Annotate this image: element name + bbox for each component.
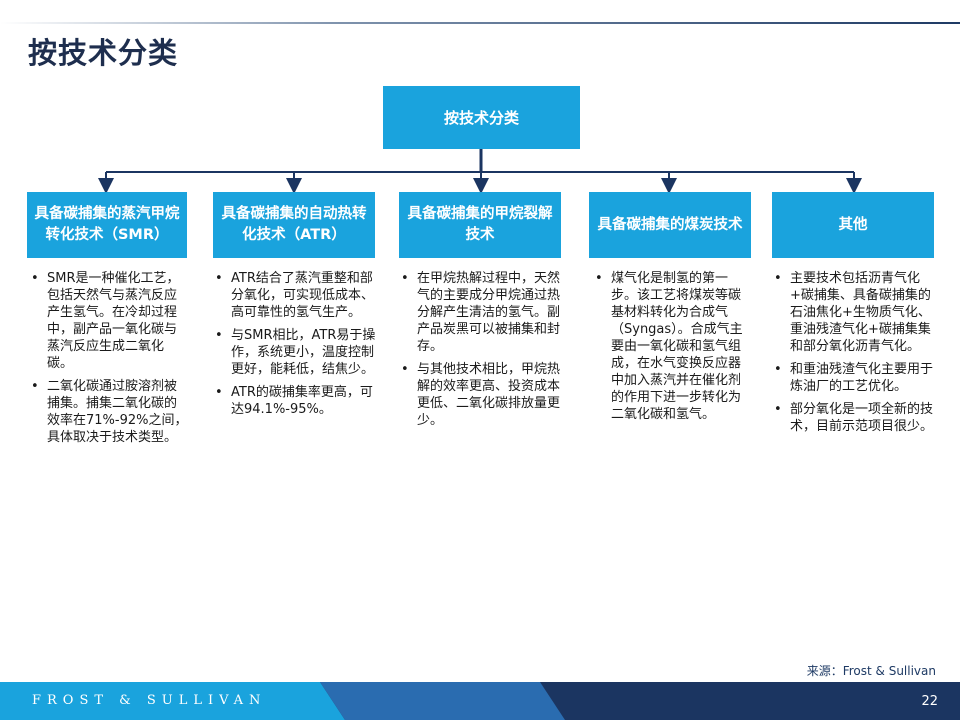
category-box-other: 其他 [772,192,934,258]
list-item: 二氧化碳通过胺溶剂被捕集。捕集二氧化碳的效率在71%-92%之间，具体取决于技术… [29,378,189,446]
page-number: 22 [921,694,938,709]
list-item: ATR的碳捕集率更高，可达94.1%-95%。 [213,384,376,418]
bullet-list-pyrolysis: 在甲烷热解过程中，天然气的主要成分甲烷通过热分解产生清洁的氢气。副产品炭黑可以被… [399,270,562,435]
list-item: 和重油残渣气化主要用于炼油厂的工艺优化。 [772,361,934,395]
category-box-pyrolysis: 具备碳捕集的甲烷裂解技术 [399,192,561,258]
bullet-list-other: 主要技术包括沥青气化+碳捕集、具备碳捕集的石油焦化+生物质气化、重油残渣气化+碳… [772,270,934,441]
footer-stripes [0,682,565,720]
list-item: 主要技术包括沥青气化+碳捕集、具备碳捕集的石油焦化+生物质气化、重油残渣气化+碳… [772,270,934,355]
list-item: 在甲烷热解过程中，天然气的主要成分甲烷通过热分解产生清洁的氢气。副产品炭黑可以被… [399,270,562,355]
page-title: 按技术分类 [28,36,179,70]
list-item: 煤气化是制氢的第一步。该工艺将煤炭等碳基材料转化为合成气（Syngas）。合成气… [593,270,751,423]
footer-bar: FROST & SULLIVAN [0,682,960,720]
bullet-list-smr: SMR是一种催化工艺，包括天然气与蒸汽反应产生氢气。在冷却过程中，副产品一氧化碳… [29,270,189,452]
list-item: SMR是一种催化工艺，包括天然气与蒸汽反应产生氢气。在冷却过程中，副产品一氧化碳… [29,270,189,372]
bullet-list-atr: ATR结合了蒸汽重整和部分氧化，可实现低成本、高可靠性的氢气生产。 与SMR相比… [213,270,376,424]
top-divider [0,22,960,24]
source-note: 来源：Frost & Sullivan [806,664,936,678]
category-box-atr: 具备碳捕集的自动热转化技术（ATR） [213,192,375,258]
list-item: ATR结合了蒸汽重整和部分氧化，可实现低成本、高可靠性的氢气生产。 [213,270,376,321]
category-box-smr: 具备碳捕集的蒸汽甲烷转化技术（SMR） [27,192,187,258]
list-item: 与其他技术相比，甲烷热解的效率更高、投资成本更低、二氧化碳排放量更少。 [399,361,562,429]
list-item: 部分氧化是一项全新的技术，目前示范项目很少。 [772,401,934,435]
list-item: 与SMR相比，ATR易于操作，系统更小，温度控制更好，能耗低，结焦少。 [213,327,376,378]
bullet-list-coal: 煤气化是制氢的第一步。该工艺将煤炭等碳基材料转化为合成气（Syngas）。合成气… [593,270,751,429]
category-box-coal: 具备碳捕集的煤炭技术 [589,192,751,258]
root-node: 按技术分类 [383,86,580,149]
footer-brand-logo: FROST & SULLIVAN [32,693,267,708]
